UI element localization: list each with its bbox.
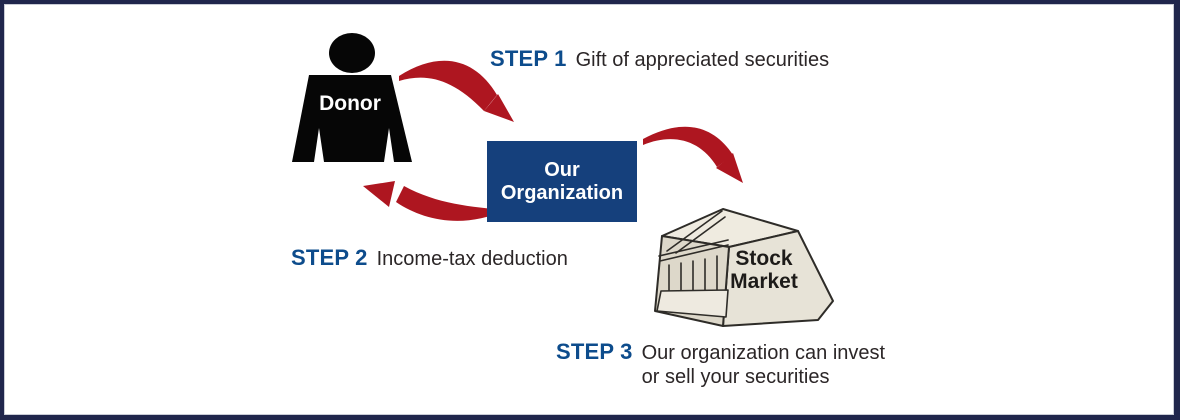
stock-market-label-line1: Stock: [735, 247, 793, 270]
step3-text-line2: or sell your securities: [641, 366, 830, 388]
step3-label: STEP 3: [556, 339, 633, 364]
building-pediment-line-icon: [666, 210, 723, 252]
step1-arrow-icon: [399, 60, 514, 122]
building-cornice-line-icon: [659, 244, 729, 262]
organization-label-line2: Organization: [500, 181, 624, 204]
step1-text: Gift of appreciated securities: [575, 49, 830, 71]
donor-body-icon: [292, 75, 412, 162]
step3-arrow-icon: [643, 126, 743, 183]
step1-caption: STEP 1 Gift of appreciated securities: [490, 46, 829, 72]
step2-arrow-icon: [363, 181, 506, 221]
step3-text-line1: Our organization can invest: [641, 342, 886, 364]
stock-market-building: Stock Market: [654, 208, 834, 327]
donor-label: Donor: [319, 92, 381, 115]
step1-label: STEP 1: [490, 46, 567, 71]
organization-box: Our Organization: [487, 141, 637, 222]
step2-caption: STEP 2 Income-tax deduction: [291, 245, 568, 271]
building-cornice-line-icon: [658, 239, 729, 257]
building-steps-icon: [656, 289, 729, 318]
organization-label-line1: Our: [544, 158, 580, 181]
step2-text: Income-tax deduction: [376, 248, 568, 270]
stock-market-label-line2: Market: [730, 270, 798, 293]
donor-figure: Donor: [292, 33, 412, 162]
donor-head-icon: [329, 33, 375, 73]
building-pediment-line-icon: [675, 216, 726, 254]
step3-caption: STEP 3 Our organization can invest or se…: [556, 339, 885, 389]
step2-label: STEP 2: [291, 245, 368, 270]
